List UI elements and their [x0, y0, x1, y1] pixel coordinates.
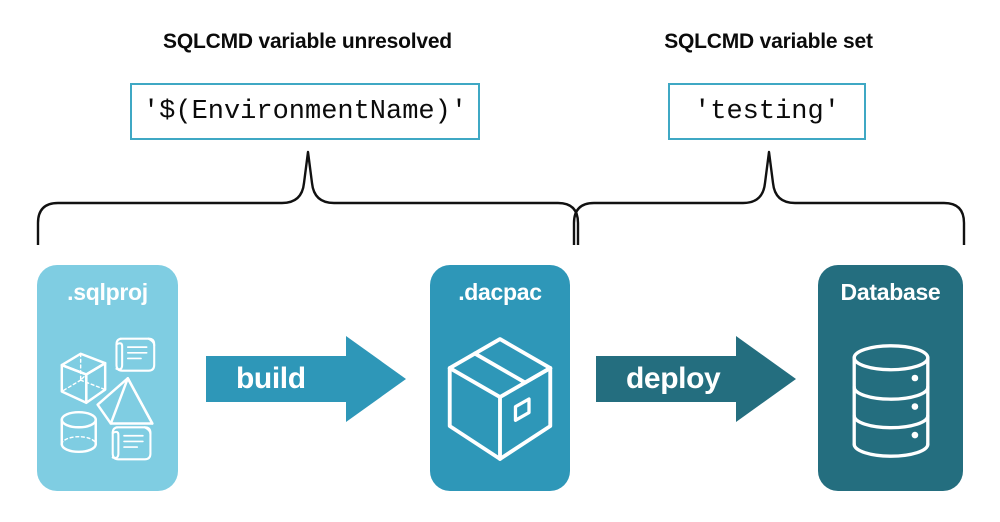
- node-card-database[interactable]: Database: [818, 265, 963, 491]
- arrow-label-build: build: [236, 362, 306, 395]
- node-card-dacpac[interactable]: .dacpac: [430, 265, 570, 491]
- database-artwork: [818, 321, 963, 481]
- node-label-database: Database: [840, 279, 941, 305]
- package-box-icon: [447, 337, 553, 461]
- arrow-deploy: deploy: [596, 334, 796, 424]
- arrow-label-deploy: deploy: [626, 362, 721, 395]
- script-scroll-icon: [111, 426, 151, 461]
- curly-brace-left: [30, 150, 586, 247]
- curly-brace-right: [566, 150, 972, 247]
- database-status-dots: [911, 374, 918, 439]
- node-label-sqlproj: .sqlproj: [67, 279, 148, 305]
- node-label-dacpac: .dacpac: [458, 279, 542, 305]
- script-scroll-icon: [114, 337, 155, 372]
- dacpac-artwork: [430, 311, 570, 487]
- pyramid-wireframe-icon: [95, 377, 154, 425]
- arrow-build: build: [206, 334, 406, 424]
- cylinder-wireframe-icon: [60, 410, 97, 454]
- database-cylinder-icon: [852, 344, 929, 458]
- sqlcmd-variable-unresolved-box: '$(EnvironmentName)': [130, 83, 480, 140]
- sqlcmd-variable-set-box: 'testing': [668, 83, 866, 140]
- section-heading-build: SQLCMD variable unresolved: [163, 30, 452, 53]
- node-card-sqlproj[interactable]: .sqlproj: [37, 265, 178, 491]
- sqlproj-artwork: [37, 315, 178, 483]
- section-heading-deploy: SQLCMD variable set: [664, 30, 873, 53]
- cube-wireframe-icon: [60, 352, 106, 404]
